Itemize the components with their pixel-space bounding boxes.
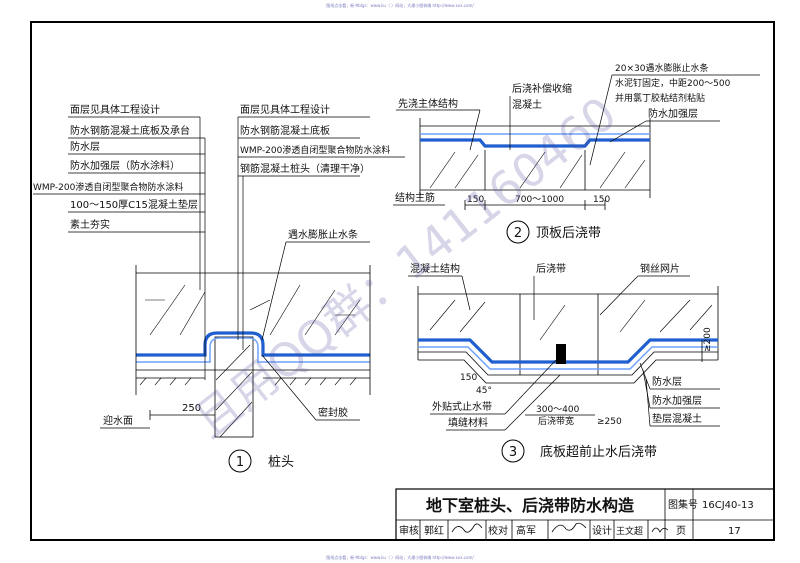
roof-slab-hatch [429,151,646,189]
base-dim-150: 150 [460,373,477,383]
pile-layer-label-4: 防水加强层（防水涂料） [70,159,180,172]
roof-detail-title: 顶板后浇带 [536,226,601,241]
roof-note-line-3: 并用氯丁胶粘结剂粘贴 [615,92,705,104]
pile-right-leaders [237,116,405,350]
page-number: 17 [728,526,741,537]
roof-dim-middle: 700～1000 [515,195,564,205]
pile-body-hatch [215,344,253,438]
reviewer-name: 郭红 [424,524,444,537]
base-dim-45: 45° [476,386,492,396]
review-label: 审核 [399,524,419,537]
roof-detail-marker [506,220,530,244]
mesh-label: 钢丝网片 [640,262,680,275]
base-layer-reinforce: 防水加强层 [652,394,702,407]
pile-layer-label-7: 素土夯实 [70,218,110,231]
detail-base-slab-post-pour: 混凝土结构 后浇带 钢丝网片 150 45° ≥200 外贴式止水带 填缝材料 … [408,262,720,463]
pile-detail-number: 1 [236,455,244,470]
header-watermark-text: 图纸点击看，新书blgs：www.ku（ ）网站，大建小图筑端 http://w… [326,2,474,8]
footer-watermark-text: 图纸点击看，新书blgs：www.ku（ ）网站，大建小图筑端 http://w… [326,554,474,560]
base-waterproof-layer [418,338,718,364]
base-detail-title: 底板超前止水后浇带 [540,444,657,460]
roof-dim-left: 150 [467,195,484,205]
base-layer-leaders [639,362,720,427]
checker-signature [551,522,587,533]
roof-reinforce-label: 防水加强层 [648,107,698,120]
reviewer-signature [451,523,483,533]
ext-waterstop-label: 外贴式止水带 [432,400,492,413]
detail-pile-head: 面层见具体工程设计 防水钢筋混凝土底板及承台 防水层 防水加强层（防水涂料） W… [33,103,405,473]
drawing-title: 地下室桩头、后浇带防水构造 [426,496,635,515]
pile-left-leaders [33,116,206,380]
roof-detail-number: 2 [514,226,522,241]
atlas-number: 16CJ40-13 [702,500,754,511]
check-label: 校对 [488,524,508,537]
base-concrete-label: 混凝土结构 [410,262,460,275]
base-detail-number: 3 [509,445,517,460]
pile-layer-label-6: 100～150厚C15混凝土垫层 [70,198,198,211]
roof-dim-right: 150 [593,195,610,205]
sealant-label: 密封胶 [318,406,348,419]
filler-label: 填缝材料 [448,416,488,429]
roof-waterproof-layer [420,138,650,148]
atlas-label: 图集号 [668,498,698,511]
first-pour-label: 先浇主体结构 [398,97,458,110]
post-pour-label-1: 后浇补偿收缩 [512,82,572,95]
pile-detail-marker [228,449,252,473]
pile-right-label-2: 防水钢筋混凝土底板 [240,124,330,137]
base-dim-300-400: 300～400 [536,405,580,415]
post-pour-label-2: 混凝土 [512,98,542,111]
pile-layer-label-5: WMP-200渗透自闭型聚合物防水涂料 [33,181,183,193]
pile-slab-hatch [145,284,361,336]
pile-right-label-4: 钢筋混凝土桩头（清理干净） [240,162,370,175]
designer-name: 王文超 [616,525,643,537]
base-slab-hatch [429,299,713,341]
pile-layer-label-2: 防水钢筋混凝土底板及承台 [70,124,190,137]
base-layer-waterproof: 防水层 [652,375,682,388]
detail-roof-post-pour: 先浇主体结构 后浇补偿收缩 混凝土 20×30遇水膨胀止水条 水泥钉固定，中距2… [393,62,760,244]
roof-note-line-2: 水泥钉固定，中距200～500 [615,77,731,89]
pile-right-label-3: WMP-200渗透自闭型聚合物防水涂料 [240,144,390,156]
title-block: 地下室桩头、后浇带防水构造 图集号 16CJ40-13 审核 郭红 校对 高军 … [395,488,775,541]
base-dim-200: ≥200 [703,327,713,352]
band-width-label: 后浇带宽 [538,415,574,427]
water-face-label: 迎水面 [103,415,133,427]
roof-note-line-1: 20×30遇水膨胀止水条 [615,62,708,74]
pile-waterstop-label: 遇水膨胀止水条 [288,228,358,241]
pile-layer-label-3: 防水层 [70,140,100,153]
pile-layer-label-1: 面层见具体工程设计 [70,103,160,116]
checker-name: 高军 [516,524,536,537]
base-layer-cushion: 垫层混凝土 [652,412,702,425]
base-dim-250: ≥250 [597,417,622,427]
pile-right-label-1: 面层见具体工程设计 [240,103,330,116]
pile-detail-title: 桩头 [268,455,294,470]
soil-hatch [139,377,357,386]
design-label: 设计 [592,524,612,537]
designer-signature [651,527,669,533]
post-band-label: 后浇带 [536,262,566,275]
base-detail-marker [501,439,525,463]
main-rebar-label: 结构主筋 [395,191,435,204]
ext-waterstop-shape [556,344,566,364]
pile-dim-250: 250 [182,403,201,414]
page-label: 页 [676,525,686,537]
